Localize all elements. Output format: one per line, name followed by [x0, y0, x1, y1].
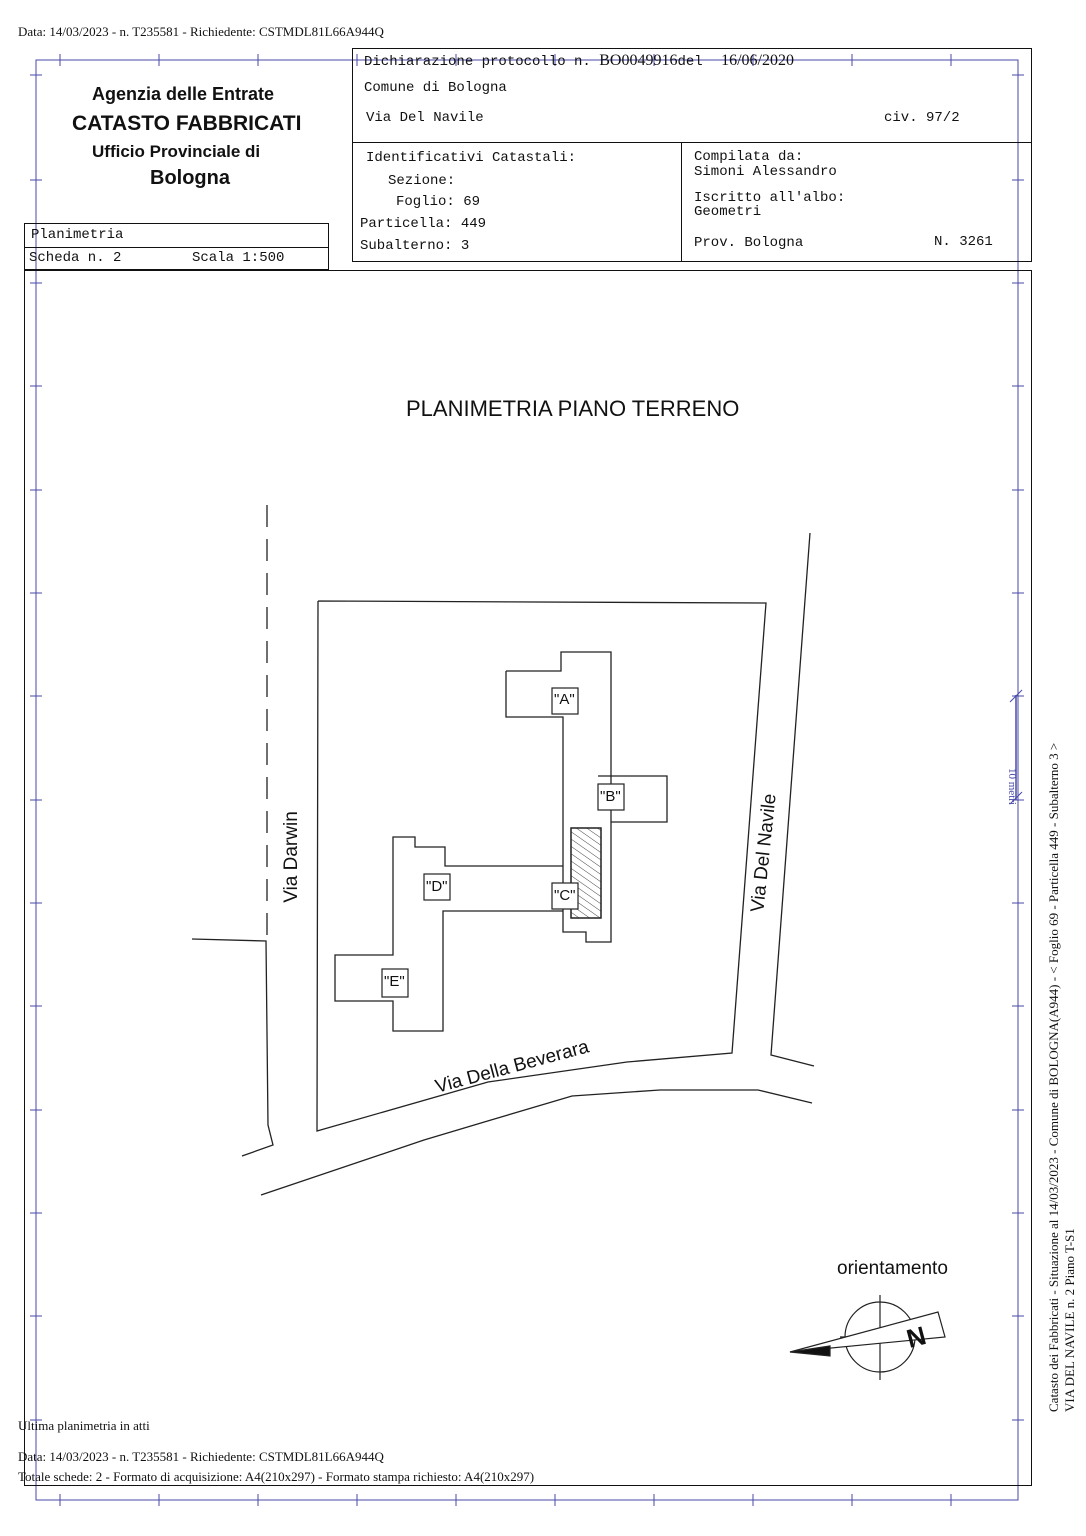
- label-box-e: [381, 968, 409, 998]
- declaration-prefix: Dichiarazione protocollo n.: [364, 54, 591, 70]
- planimetria-label: Planimetria: [31, 227, 124, 243]
- ufficio-city: Bologna: [150, 167, 230, 189]
- via-text: Via Del Navile: [366, 110, 484, 126]
- via-navile-line: [770, 532, 815, 1067]
- scheda-box: [24, 247, 329, 270]
- del-label: del: [677, 54, 703, 70]
- via-beverara-line: [260, 1089, 813, 1196]
- particella-value: Particella: 449: [360, 216, 487, 232]
- prov-value: Prov. Bologna: [694, 235, 804, 251]
- side-address-text: VIA DEL NAVILE n. 2 Piano T-S1: [1062, 1228, 1077, 1412]
- subalterno-value: Subalterno: 3: [360, 238, 470, 254]
- scheda-number: Scheda n. 2: [29, 250, 122, 266]
- label-b: "B": [600, 788, 621, 805]
- drawing-frame: [24, 270, 1032, 1486]
- compiler-box: [681, 142, 1032, 262]
- building-a: [505, 651, 612, 943]
- catasto-title: CATASTO FABBRICATI: [72, 112, 302, 135]
- via-darwin-lower: [191, 938, 274, 1157]
- compass-icon: [789, 1295, 946, 1380]
- scale-bar-label: 10 metri: [1006, 768, 1018, 805]
- scala-value: Scala 1:500: [192, 250, 285, 266]
- identifiers-title: Identificativi Catastali:: [366, 150, 577, 166]
- albo-value: Geometri: [694, 204, 762, 220]
- label-box-c: [551, 882, 579, 910]
- albo-number: N. 3261: [934, 234, 993, 250]
- label-c: "C": [554, 887, 576, 904]
- footer-request-line: Data: 14/03/2023 - n. T235581 - Richiede…: [18, 1449, 384, 1464]
- footer-format-line: Totale schede: 2 - Formato di acquisizio…: [18, 1469, 535, 1484]
- sezione-label: Sezione:: [388, 173, 456, 189]
- label-box-b: [597, 783, 625, 811]
- compilata-label: Compilata da:: [694, 149, 804, 165]
- protocol-number: BO0049916: [599, 52, 678, 69]
- compiler-name: Simoni Alessandro: [694, 164, 837, 180]
- agency-name: Agenzia delle Entrate: [92, 84, 275, 104]
- ufficio-label: Ufficio Provinciale di: [92, 142, 261, 161]
- declaration-label: Dichiarazione protocollo n. BO0049916del…: [364, 52, 794, 70]
- iscritto-label: Iscritto all'albo:: [694, 190, 846, 206]
- comune-text: Comune di Bologna: [364, 80, 507, 96]
- label-a: "A": [554, 691, 575, 708]
- civico-text: civ. 97/2: [884, 110, 960, 126]
- declaration-date: 16/06/2020: [721, 52, 794, 69]
- footer-last-plan: Ultima planimetria in atti: [18, 1418, 150, 1433]
- label-d: "D": [426, 878, 448, 895]
- label-e: "E": [384, 973, 405, 990]
- label-box-a: [551, 687, 579, 715]
- building-c: [334, 836, 563, 1032]
- building-b: [598, 775, 668, 823]
- side-situation-text: Catasto dei Fabbricati - Situazione al 1…: [1046, 742, 1061, 1412]
- top-request-line: Data: 14/03/2023 - n. T235581 - Richiede…: [18, 24, 384, 39]
- street-via-darwin: Via Darwin: [280, 811, 302, 903]
- foglio-value: Foglio: 69: [396, 194, 481, 210]
- lot-boundary: [316, 600, 767, 1132]
- orientation-label: orientamento: [837, 1258, 948, 1279]
- label-box-d: [423, 873, 451, 901]
- plan-title: PLANIMETRIA PIANO TERRENO: [406, 396, 740, 421]
